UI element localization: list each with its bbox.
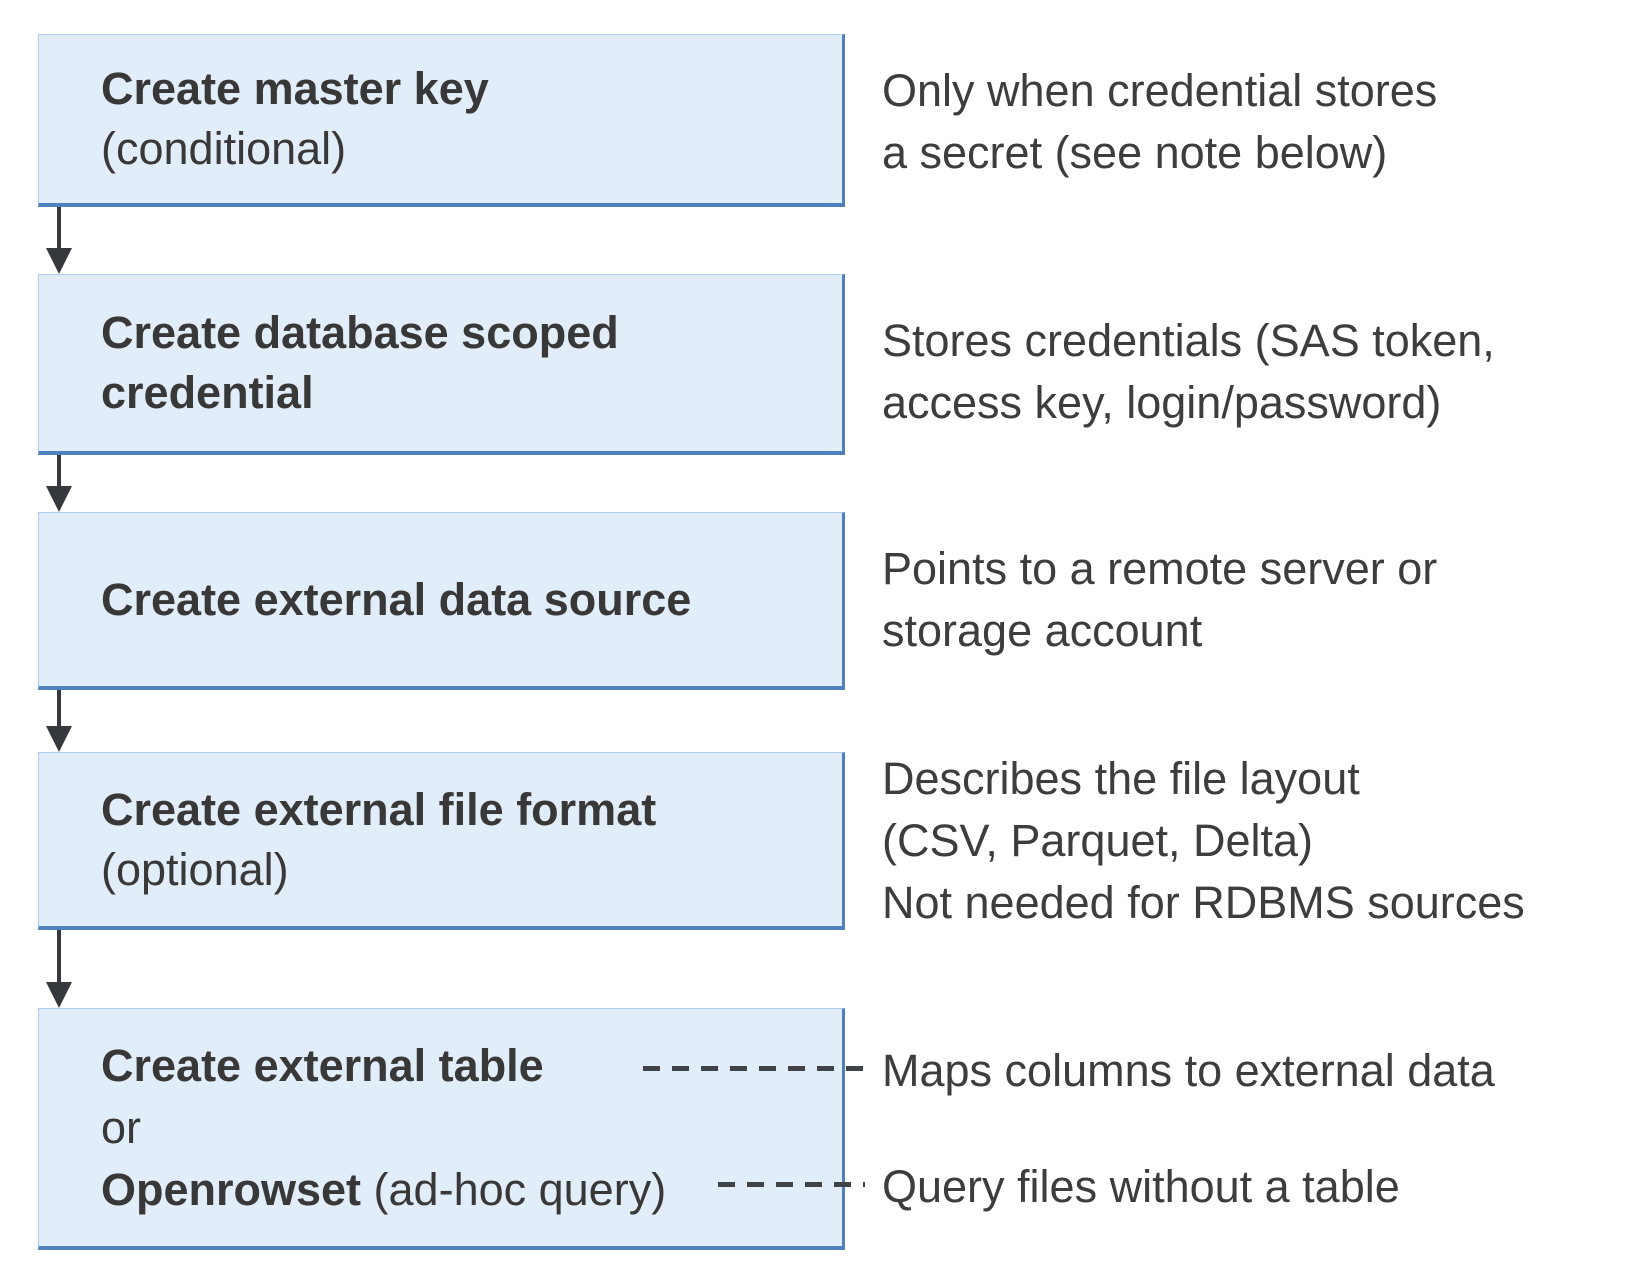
flow-box-create-external-table-or-openrowset: Create external table or Openrowset (ad-… [38,1008,845,1250]
box-subtitle: (optional) [101,843,289,895]
down-arrow [45,930,73,1008]
box-subtitle: (conditional) [101,123,347,174]
box-title: Create external table [101,1039,544,1091]
box-title: Create database scoped credential [101,307,619,418]
arrow-stem [57,455,61,488]
down-arrow [45,690,73,752]
arrow-stem [57,207,61,250]
annotation-external-data-source: Points to a remote server or storage acc… [882,543,1438,656]
down-arrow [45,455,73,512]
openrowset-suffix: (ad-hoc query) [361,1163,667,1215]
annotation-master-key: Only when credential stores a secret (se… [882,65,1438,178]
annotation-openrowset: Query files without a table [882,1161,1400,1212]
openrowset-label: Openrowset [101,1163,362,1215]
box-title: Create external data source [101,573,692,625]
flow-box-create-external-file-format: Create external file format (optional) [38,752,845,930]
or-label: or [101,1101,142,1153]
arrow-head-icon [46,486,72,512]
arrow-head-icon [46,726,72,752]
arrow-stem [57,930,61,984]
box-title: Create external file format [101,783,657,835]
box-title: Create master key [101,63,489,114]
annotation-scoped-credential: Stores credentials (SAS token, access ke… [882,315,1495,428]
flow-box-create-database-scoped-credential: Create database scoped credential [38,274,845,455]
arrow-head-icon [46,248,72,274]
annotation-external-file-format: Describes the file layout (CSV, Parquet,… [882,753,1525,928]
dashed-connector-openrowset [718,1182,865,1187]
flow-box-create-external-data-source: Create external data source [38,512,845,690]
dashed-connector-external-table [643,1066,865,1071]
openrowset-line: Openrowset (ad-hoc query) [101,1159,842,1221]
arrow-stem [57,690,61,728]
flow-box-create-master-key: Create master key (conditional) [38,34,845,207]
arrow-head-icon [46,982,72,1008]
annotation-external-table: Maps columns to external data [882,1045,1495,1096]
down-arrow [45,207,73,274]
